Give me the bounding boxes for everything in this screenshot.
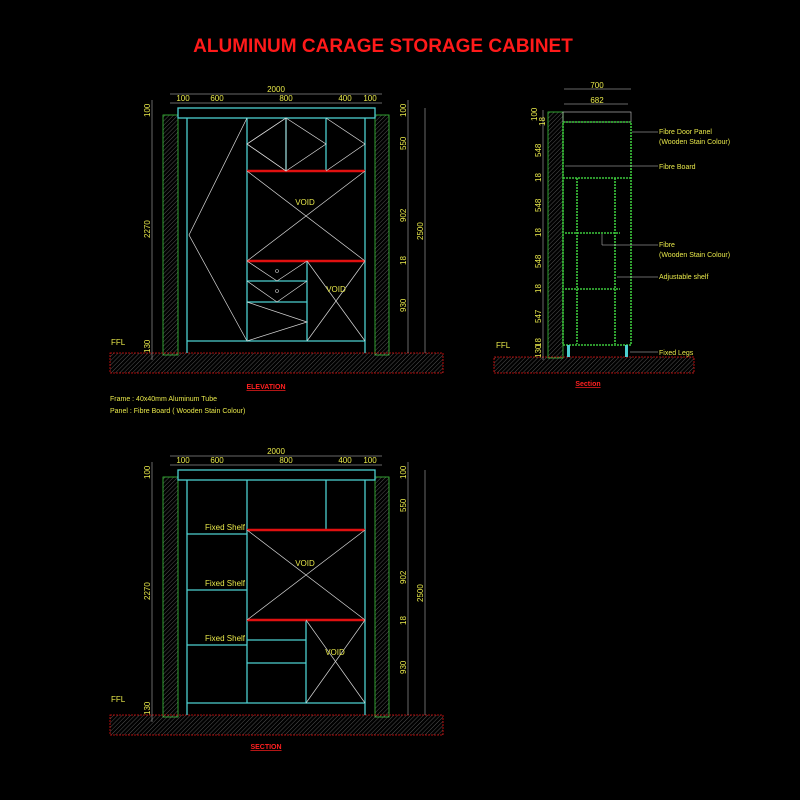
dim-label: 600 <box>210 94 224 103</box>
dim-label: 682 <box>590 96 604 105</box>
side-section-view: 700 682 100 18 548 18 548 18 548 18 547 … <box>493 81 730 388</box>
note-panel: Panel : Fibre Board ( Wooden Stain Colou… <box>110 408 245 415</box>
dim-label: 548 <box>534 143 543 157</box>
right-wall <box>374 114 390 356</box>
dim-label: 2000 <box>267 447 285 456</box>
cabinet-body <box>562 121 632 346</box>
dim-label: 130 <box>143 701 152 715</box>
dim-label: 100 <box>363 456 377 465</box>
dim-label: 100 <box>530 107 539 121</box>
dim-label: 800 <box>279 456 293 465</box>
side-section-caption: Section <box>575 381 600 388</box>
leg <box>625 345 628 357</box>
void-label: VOID <box>295 198 315 207</box>
dim-label: 130 <box>534 344 543 358</box>
dim-label: 18 <box>534 284 543 293</box>
dim-label: 100 <box>176 456 190 465</box>
elevation-view: VOID VOID 2000 100 600 800 400 100 100 2… <box>109 85 444 415</box>
dim-label: 902 <box>399 208 408 222</box>
void-label: VOID <box>325 648 345 657</box>
dim-label: 2500 <box>416 222 425 240</box>
left-wall <box>162 114 179 356</box>
section-view: Fixed Shelf Fixed Shelf Fixed Shelf VOID… <box>109 447 444 751</box>
label-fibre-board: Fibre Board <box>659 164 696 171</box>
floor <box>109 352 444 374</box>
ffl-label: FFL <box>111 338 126 347</box>
dim-label: 100 <box>399 465 408 479</box>
void-label: VOID <box>326 285 346 294</box>
section-caption: SECTION <box>250 744 281 751</box>
dim-label: 400 <box>338 456 352 465</box>
dim-label: 600 <box>210 456 224 465</box>
label-door-panel: Fibre Door Panel <box>659 129 712 136</box>
ffl-label: FFL <box>496 341 511 350</box>
dim-label: 18 <box>534 228 543 237</box>
label-fixed-legs: Fixed Legs <box>659 350 694 357</box>
dim-label: 800 <box>279 94 293 103</box>
dim-label: 700 <box>590 81 604 90</box>
label-adjustable-shelf: Adjustable shelf <box>659 274 708 281</box>
note-frame: Frame : 40x40mm Aluminum Tube <box>110 396 217 403</box>
leg <box>567 345 570 357</box>
top-frame <box>177 107 376 119</box>
dim-label: 930 <box>399 298 408 312</box>
dim-overall-width: 2000 <box>267 85 285 94</box>
dim-label: 100 <box>176 94 190 103</box>
ffl-label: FFL <box>111 695 126 704</box>
dim-label: 100 <box>143 465 152 479</box>
elevation-caption: ELEVATION <box>246 384 285 391</box>
dim-label: 18 <box>399 256 408 265</box>
dim-label: 550 <box>399 136 408 150</box>
dim-label: 550 <box>399 498 408 512</box>
fixed-shelf-label: Fixed Shelf <box>205 579 246 588</box>
void-label: VOID <box>295 559 315 568</box>
dim-label: 2500 <box>416 584 425 602</box>
drawing-title: ALUMINUM CARAGE STORAGE CABINET <box>193 36 573 57</box>
label-door-panel-finish: (Wooden Stain Colour) <box>659 139 730 146</box>
dim-label: 902 <box>399 570 408 584</box>
label-fibre-finish: (Wooden Stain Colour) <box>659 252 730 259</box>
dim-label: 18 <box>399 616 408 625</box>
dim-label: 100 <box>399 103 408 117</box>
dim-label: 18 <box>538 117 547 126</box>
dim-label: 930 <box>399 660 408 674</box>
dim-label: 18 <box>534 338 543 347</box>
dim-label: 548 <box>534 198 543 212</box>
dim-label: 100 <box>363 94 377 103</box>
dim-label: 2270 <box>143 582 152 600</box>
label-fibre: Fibre <box>659 242 675 249</box>
dim-label: 18 <box>534 173 543 182</box>
dim-label: 130 <box>143 339 152 353</box>
dim-label: 547 <box>534 309 543 323</box>
fixed-shelf-label: Fixed Shelf <box>205 523 246 532</box>
fixed-shelf-label: Fixed Shelf <box>205 634 246 643</box>
dim-label: 400 <box>338 94 352 103</box>
dim-label: 100 <box>143 103 152 117</box>
dim-label: 548 <box>534 254 543 268</box>
dim-label: 2270 <box>143 220 152 238</box>
